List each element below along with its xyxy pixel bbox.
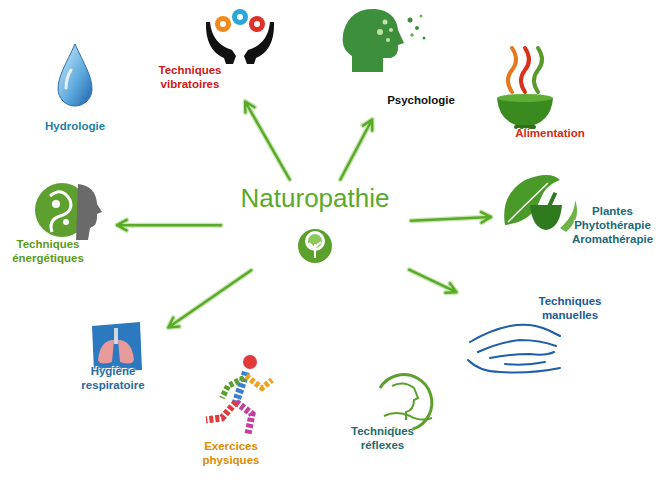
topic-node: Exercices physiques xyxy=(186,350,278,475)
arrow xyxy=(117,220,221,231)
topic-node: Alimentation xyxy=(480,45,610,145)
bowl-icon xyxy=(497,48,553,129)
arrow xyxy=(245,102,290,180)
energy-icon xyxy=(35,183,102,240)
runner-icon xyxy=(206,355,272,434)
arrow-line xyxy=(340,120,372,180)
arrow-glow xyxy=(117,220,221,231)
arrow-line xyxy=(409,270,456,293)
arrow-line xyxy=(117,220,221,231)
head-icon xyxy=(343,9,426,72)
arrow-glow xyxy=(409,270,456,293)
topic-label: Psychologie xyxy=(381,94,461,108)
arrow-glow xyxy=(245,102,290,180)
topic-label: Techniques réflexes xyxy=(340,425,425,453)
topic-node: Hydrologie xyxy=(28,38,124,140)
herbs-icon xyxy=(504,175,577,232)
topic-node: Psychologie xyxy=(335,8,470,116)
arrow-glow xyxy=(168,270,251,327)
topic-node: Techniques énergétiques xyxy=(8,170,113,280)
central-title: Naturopathie xyxy=(225,183,405,214)
arrow xyxy=(411,212,491,223)
topic-node: Techniques réflexes xyxy=(340,365,460,465)
arrow-line xyxy=(168,270,251,327)
topic-node: Techniques vibratoires xyxy=(150,8,285,98)
topic-node: Plantes Phytothérapie Aromathérapie xyxy=(495,170,665,255)
topic-label: Exercices physiques xyxy=(186,440,276,468)
topic-label: Hygiène respiratoire xyxy=(63,365,163,393)
reflex-icon xyxy=(380,375,432,431)
water-drop-icon xyxy=(58,44,92,106)
topic-node: Hygiène respiratoire xyxy=(63,315,165,415)
arrow-line xyxy=(411,212,491,223)
arrow xyxy=(168,270,251,327)
topic-label: Techniques vibratoires xyxy=(150,64,230,92)
topic-node: Techniques manuelles xyxy=(460,290,612,370)
tree-icon xyxy=(298,229,332,263)
topic-label: Plantes Phytothérapie Aromathérapie xyxy=(570,205,655,246)
hands-icon xyxy=(206,9,274,64)
arrow-glow xyxy=(340,120,372,180)
topic-label: Techniques manuelles xyxy=(530,295,610,323)
topic-label: Techniques énergétiques xyxy=(8,238,88,266)
topic-node: Naturopathie xyxy=(225,183,407,268)
arrow xyxy=(340,120,372,180)
topic-label: Alimentation xyxy=(505,127,595,141)
arrow-glow xyxy=(411,212,491,223)
topic-label: Hydrologie xyxy=(28,120,122,134)
massage-hands-icon xyxy=(468,325,560,373)
arrow xyxy=(409,270,456,293)
arrow-line xyxy=(245,102,290,180)
lungs-icon xyxy=(92,322,142,372)
